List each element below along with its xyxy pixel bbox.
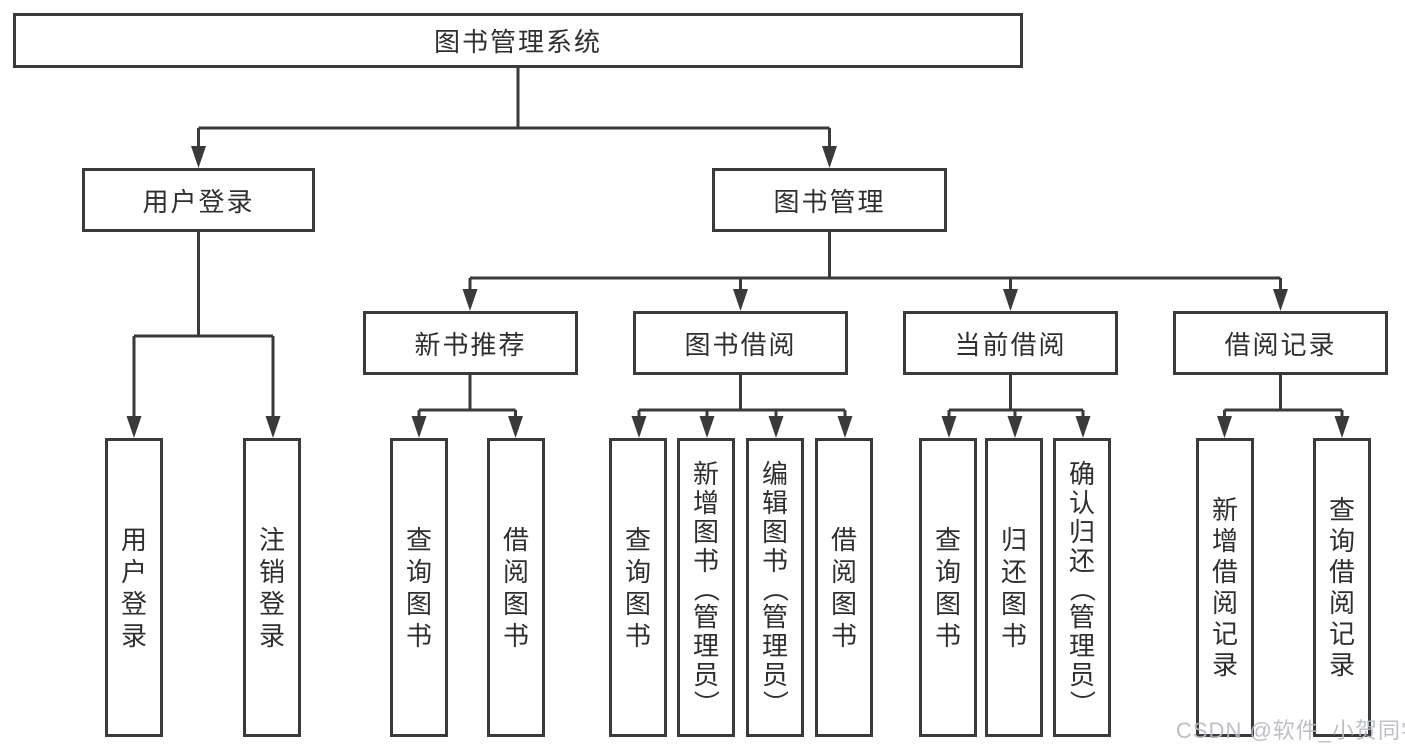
leaf-add-borrow-record: 新增借阅记录 <box>1196 438 1254 737</box>
node-book-management: 图书管理 <box>712 168 947 232</box>
leaf-logout: 注销登录 <box>243 438 301 737</box>
leaf-borrow-books-recommend: 借阅图书 <box>487 438 545 737</box>
node-borrowing-records: 借阅记录 <box>1173 311 1388 375</box>
leaf-return-book: 归还图书 <box>985 438 1043 737</box>
leaf-borrow-books: 借阅图书 <box>815 438 873 737</box>
node-new-book-recommend: 新书推荐 <box>363 311 578 375</box>
node-user-login: 用户登录 <box>82 168 315 232</box>
node-library-system-root: 图书管理系统 <box>13 13 1023 68</box>
leaf-query-borrow-record: 查询借阅记录 <box>1313 438 1371 737</box>
leaf-query-books-recommend: 查询图书 <box>390 438 448 737</box>
leaf-query-books-current: 查询图书 <box>919 438 977 737</box>
leaf-confirm-return-admin: 确认归还（管理员） <box>1053 438 1111 737</box>
connector-arrows <box>126 128 1350 438</box>
leaf-query-books-borrowing: 查询图书 <box>609 438 667 737</box>
watermark: CSDN @软件_小贺同学 <box>1176 718 1405 743</box>
leaf-edit-book-admin: 编辑图书（管理员） <box>746 438 804 737</box>
leaf-user-login: 用户登录 <box>105 438 163 737</box>
leaf-add-book-admin: 新增图书（管理员） <box>677 438 735 737</box>
connector-skeleton <box>134 68 1342 412</box>
node-current-borrowing: 当前借阅 <box>903 311 1118 375</box>
node-book-borrowing: 图书借阅 <box>633 311 848 375</box>
